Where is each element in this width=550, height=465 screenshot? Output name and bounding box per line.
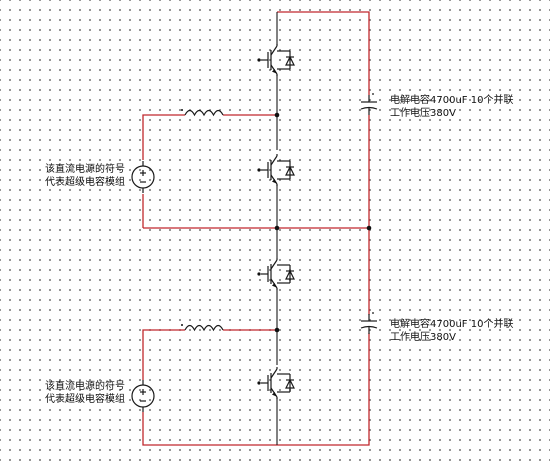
wires bbox=[142, 11, 370, 446]
inductor-icon bbox=[180, 323, 224, 331]
dc-source-icon bbox=[131, 160, 155, 194]
capacitor-top-label-line2: 工作电压380V bbox=[390, 108, 456, 119]
igbt-with-diode-icon bbox=[256, 257, 295, 291]
capacitor-icon bbox=[360, 311, 378, 335]
igbt-with-diode-icon bbox=[256, 366, 295, 400]
capacitor-bottom-label-line2: 工作电压380V bbox=[390, 332, 456, 343]
source-top-label-line2: 代表超级电容模组 bbox=[45, 177, 125, 188]
capacitor-icon bbox=[360, 92, 378, 116]
junction-dot bbox=[274, 112, 280, 118]
igbt-with-diode-icon bbox=[256, 43, 295, 77]
capacitor-top-label-line1: 电解电容4700uF 10个并联 bbox=[390, 95, 514, 106]
capacitor-bottom-label: 电解电容4700uF 10个并联 工作电压380V bbox=[390, 318, 513, 344]
wire-top-ind-left bbox=[142, 114, 185, 160]
wire-right-bottom bbox=[277, 333, 370, 446]
inductor-icon bbox=[180, 108, 224, 116]
igbt-with-diode-icon bbox=[256, 153, 295, 187]
junction-dot bbox=[274, 225, 280, 231]
capacitor-bottom-label-line1: 电解电容4700uF 10个并联 bbox=[390, 319, 514, 330]
dc-source-icon bbox=[131, 379, 155, 413]
wire-bot-ind-left bbox=[142, 329, 185, 380]
wire-top-rail bbox=[277, 11, 370, 95]
junction-dot bbox=[274, 327, 280, 333]
junctions bbox=[274, 112, 372, 333]
source-bottom-label: 该直流电源的符号 代表超级电容模组 bbox=[45, 380, 125, 406]
source-top-label: 该直流电源的符号 代表超级电容模组 bbox=[45, 163, 125, 189]
junction-dot bbox=[366, 225, 372, 231]
source-top-label-line1: 该直流电源的符号 bbox=[45, 164, 125, 175]
source-bottom-label-line1: 该直流电源的符号 bbox=[45, 381, 125, 392]
wire-bot-src-bottom bbox=[142, 412, 277, 446]
source-bottom-label-line2: 代表超级电容模组 bbox=[45, 394, 125, 405]
capacitor-top-label: 电解电容4700uF 10个并联 工作电压380V bbox=[390, 94, 513, 120]
